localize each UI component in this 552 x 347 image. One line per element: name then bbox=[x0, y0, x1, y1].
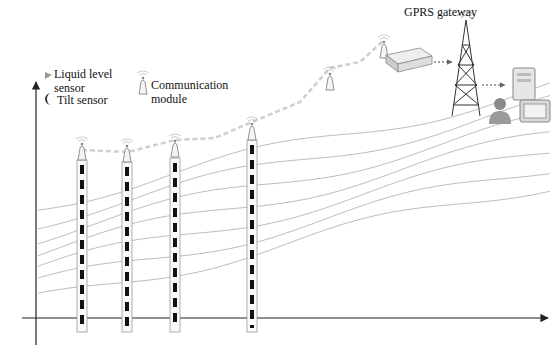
gsm-tower bbox=[452, 11, 480, 116]
legend-entry: Tilt sensor bbox=[57, 93, 127, 107]
legend-text: Communication module bbox=[151, 78, 228, 106]
network-link bbox=[482, 85, 505, 86]
x-axis bbox=[22, 317, 548, 318]
legend-text: Liquid level sensor bbox=[54, 67, 112, 95]
contour-line bbox=[38, 153, 550, 266]
contour-line bbox=[38, 191, 550, 293]
contour-line bbox=[38, 83, 550, 210]
tilt-sensor-icon bbox=[45, 93, 51, 105]
legend-entry: Liquid level sensor bbox=[54, 67, 126, 95]
gprs-gateway-icon bbox=[378, 35, 432, 72]
y-axis bbox=[35, 82, 36, 345]
legend-entry: Communication module bbox=[151, 78, 241, 106]
contour-line bbox=[38, 174, 550, 278]
contour-line bbox=[38, 112, 550, 244]
gprs-link bbox=[434, 62, 452, 63]
liquid-level-icon bbox=[45, 72, 52, 79]
monitoring-centre bbox=[489, 68, 550, 124]
legend-text: Tilt sensor bbox=[57, 93, 108, 107]
component-label: GPRS gateway bbox=[404, 5, 477, 19]
slope-contours bbox=[38, 83, 550, 293]
contour-line bbox=[38, 96, 550, 229]
sensor-poles bbox=[76, 67, 336, 332]
wireless-link bbox=[82, 40, 384, 152]
